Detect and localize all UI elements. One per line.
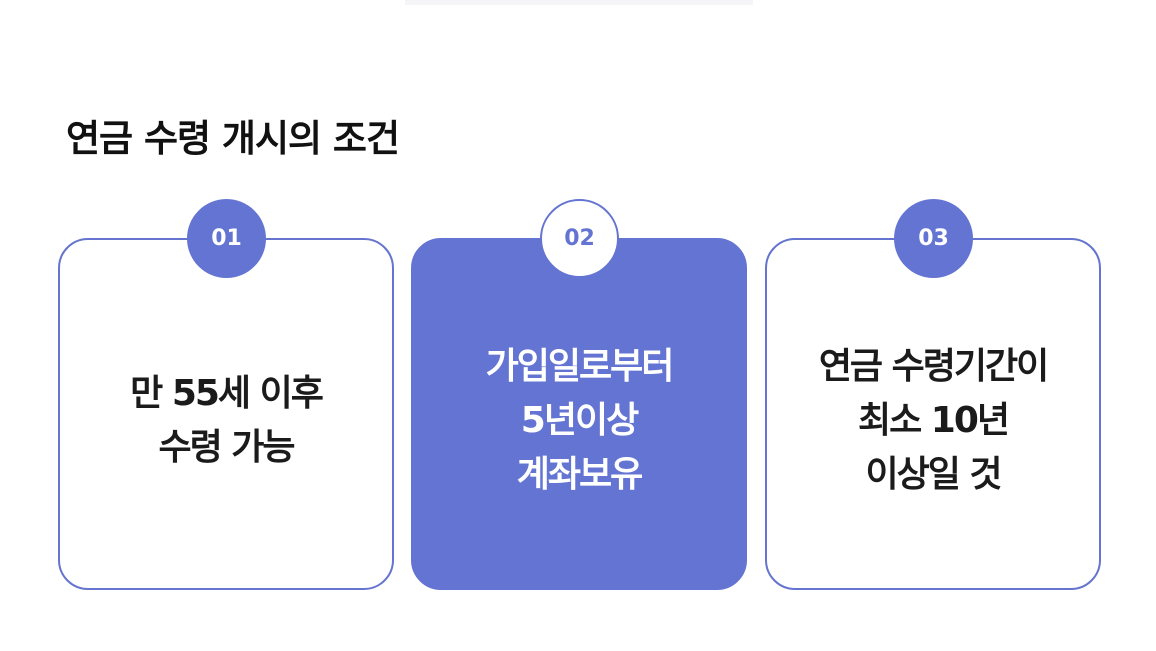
condition-text: 연금 수령기간이 최소 10년 이상일 것 xyxy=(818,346,1049,495)
condition-card-3: 연금 수령기간이 최소 10년 이상일 것 xyxy=(765,238,1101,590)
step-badge-2: 02 xyxy=(540,199,619,278)
condition-text: 만 55세 이후 수령 가능 xyxy=(130,373,324,468)
step-badge-3: 03 xyxy=(894,199,973,278)
condition-card-1: 만 55세 이후 수령 가능 xyxy=(58,238,394,590)
condition-card-2: 가입일로부터 5년이상 계좌보유 xyxy=(411,238,747,590)
top-strip xyxy=(405,0,753,5)
condition-text: 가입일로부터 5년이상 계좌보유 xyxy=(485,346,675,495)
step-badge-1: 01 xyxy=(187,199,266,278)
page-title: 연금 수령 개시의 조건 xyxy=(66,117,400,160)
